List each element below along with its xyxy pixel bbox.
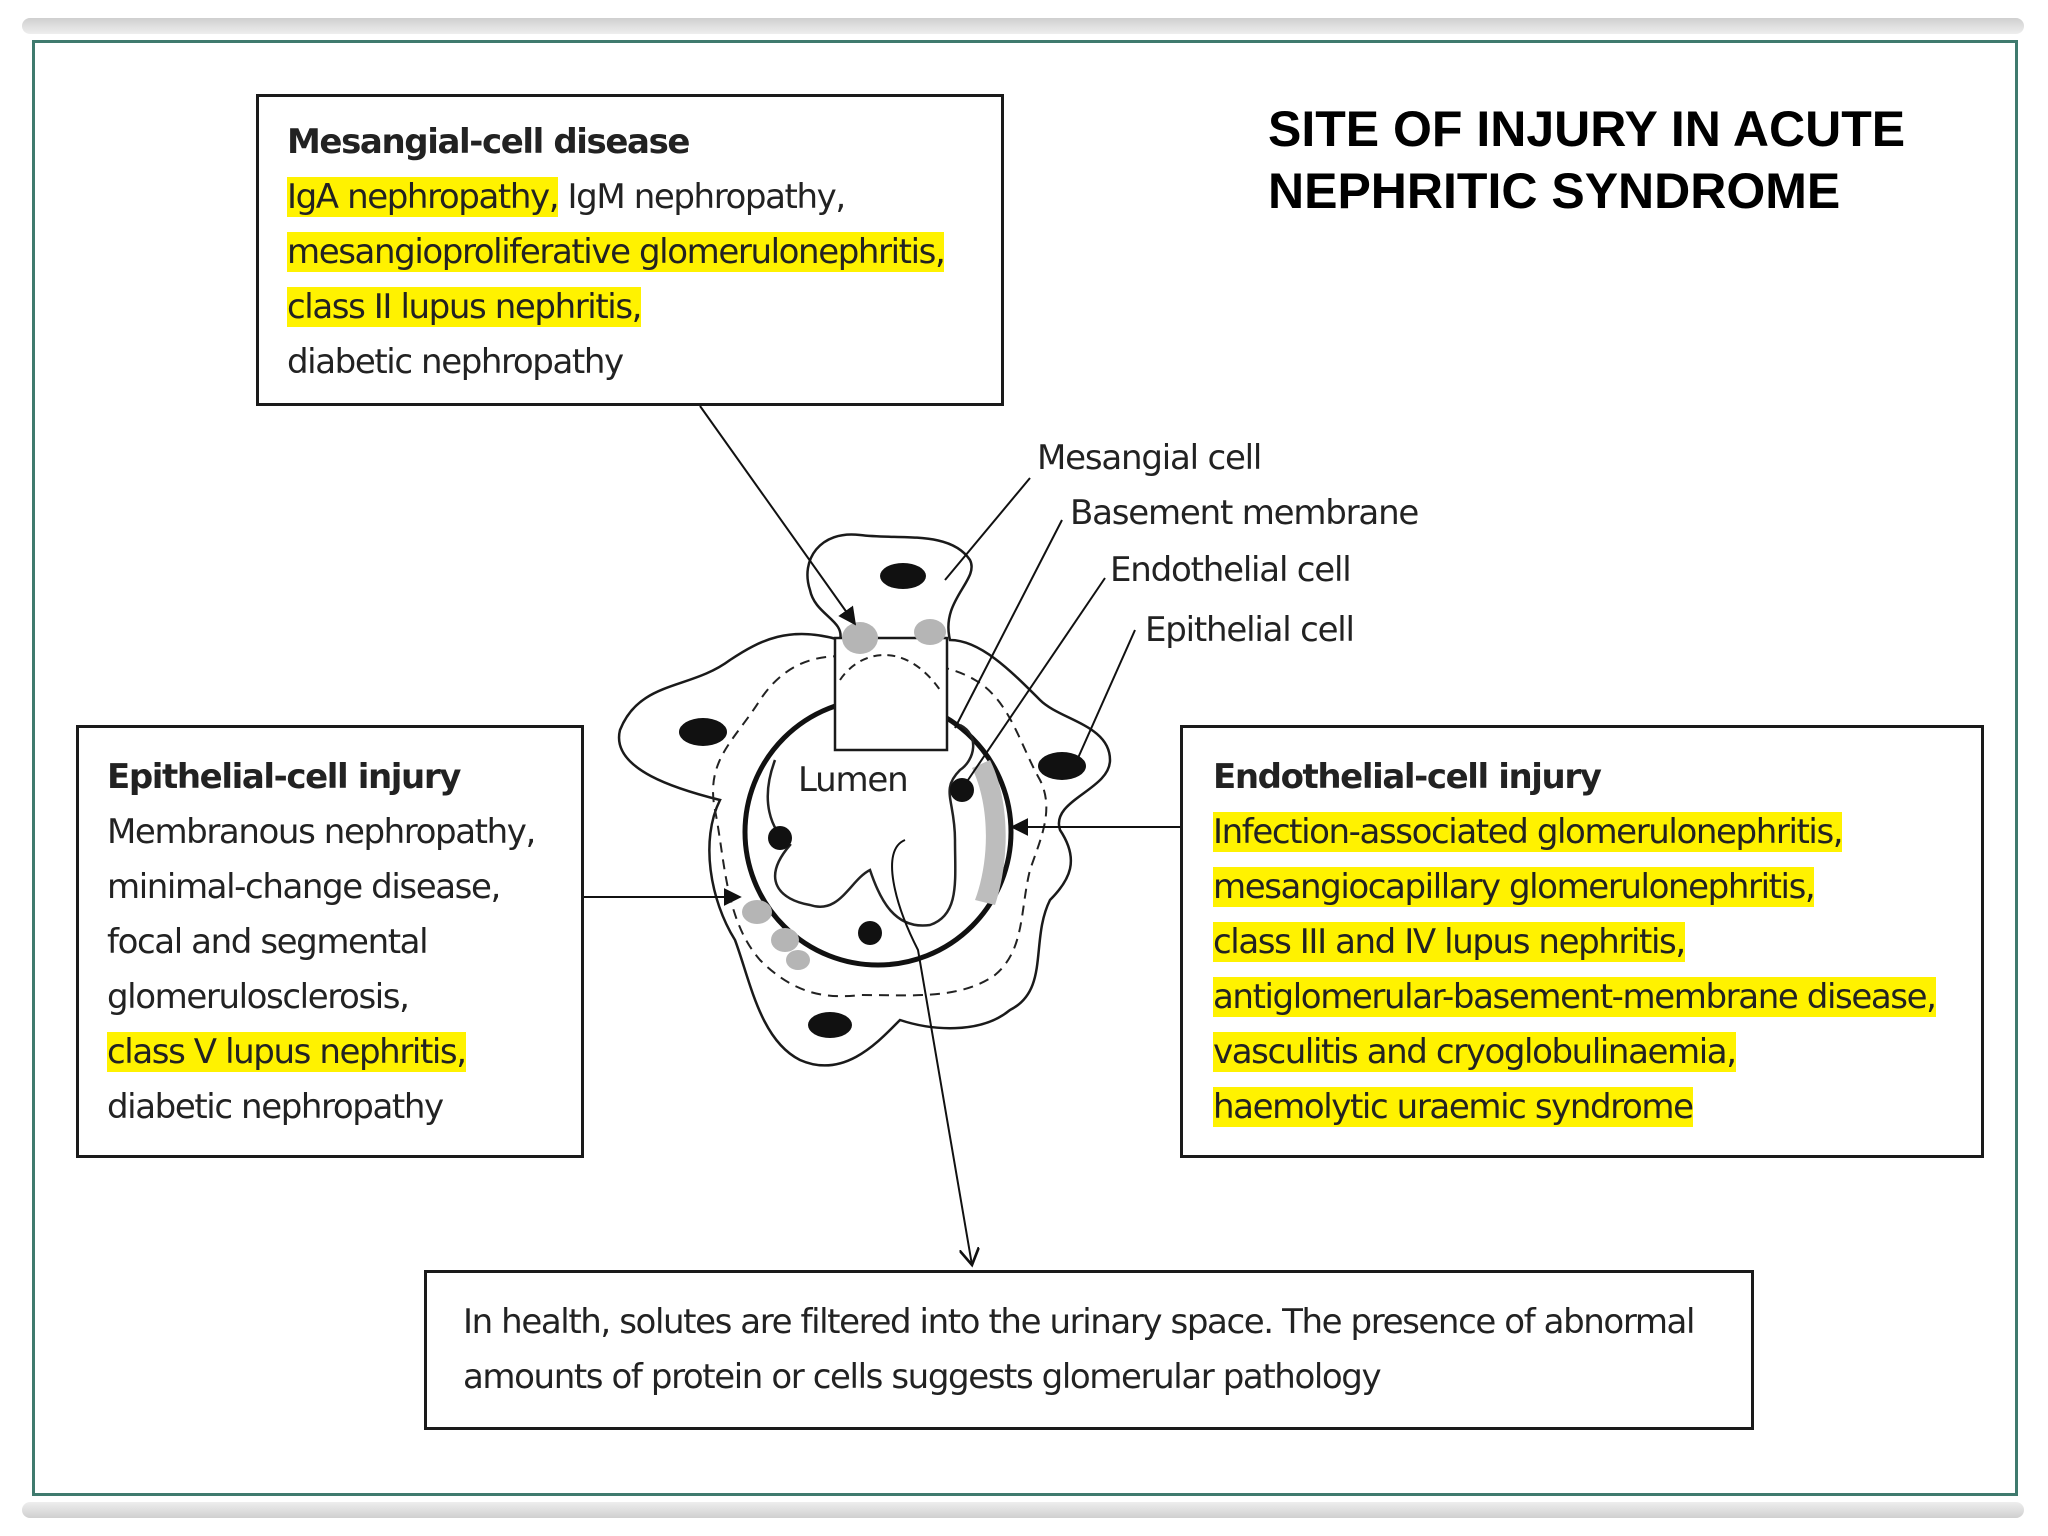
highlight-vasculitis: vasculitis and cryoglobulinaemia, bbox=[1213, 1032, 1737, 1072]
epithelial-injury-box: Epithelial-cell injury Membranous nephro… bbox=[76, 725, 584, 1158]
endothelial-box-line-3: class III and IV lupus nephritis, bbox=[1213, 915, 1951, 970]
slide-top-edge bbox=[22, 18, 2024, 34]
endothelial-lining bbox=[766, 723, 975, 927]
highlight-mesangioproliferative: mesangioproliferative glomerulonephritis… bbox=[287, 232, 946, 272]
endothelial-box-line-6: haemolytic uraemic syndrome bbox=[1213, 1080, 1951, 1135]
label-basement-membrane: Basement membrane bbox=[1070, 493, 1419, 533]
endothelial-box-line-4: antiglomerular-basement-membrane disease… bbox=[1213, 970, 1951, 1025]
page-title: SITE OF INJURY IN ACUTE NEPHRITIC SYNDRO… bbox=[1268, 98, 1988, 222]
highlight-class-iii-iv: class III and IV lupus nephritis, bbox=[1213, 922, 1686, 962]
mesangial-window-dash bbox=[839, 654, 941, 691]
epithelial-box-line-3: focal and segmental bbox=[107, 922, 429, 962]
leader-mesangial-cell bbox=[944, 477, 1031, 581]
mesangial-box-line-3: class II lupus nephritis, bbox=[287, 280, 973, 335]
mesangial-disease-box: Mesangial-cell disease IgA nephropathy, … bbox=[256, 94, 1004, 406]
endothelial-dashed-outline bbox=[712, 655, 1048, 998]
epithelial-box-line-6: diabetic nephropathy bbox=[107, 1087, 444, 1127]
deposit-epithelial-3 bbox=[786, 950, 810, 970]
epithelial-box-line-2: minimal-change disease, bbox=[107, 867, 501, 907]
health-note-box: In health, solutes are filtered into the… bbox=[424, 1270, 1754, 1430]
arrow-mesangial bbox=[699, 405, 857, 626]
deposit-mesangial-left bbox=[842, 622, 878, 654]
leader-epithelial-cell bbox=[1077, 629, 1136, 759]
epithelial-box-line-5: class V lupus nephritis, bbox=[107, 1025, 553, 1080]
leader-basement-membrane bbox=[954, 519, 1063, 729]
label-lumen: Lumen bbox=[798, 760, 909, 800]
mesangial-box-line-1-rest: IgM nephropathy, bbox=[558, 177, 847, 217]
epithelial-box-heading: Epithelial-cell injury bbox=[107, 757, 461, 797]
label-mesangial-cell: Mesangial cell bbox=[1037, 438, 1262, 478]
nucleus-mesangial bbox=[880, 563, 926, 589]
deposit-epithelial-2 bbox=[771, 928, 799, 952]
mesangial-box-heading: Mesangial-cell disease bbox=[287, 122, 690, 162]
deposit-mesangial-right bbox=[914, 619, 946, 645]
endothelial-box-line-2: mesangiocapillary glomerulonephritis, bbox=[1213, 860, 1951, 915]
epithelial-box-line-4: glomerulosclerosis, bbox=[107, 977, 410, 1017]
epithelial-box-line-1: Membranous nephropathy, bbox=[107, 812, 536, 852]
mesangial-box-line-4: diabetic nephropathy bbox=[287, 342, 624, 382]
mesangial-box-line-2: mesangioproliferative glomerulonephritis… bbox=[287, 225, 973, 280]
endothelial-box-line-1: Infection-associated glomerulonephritis, bbox=[1213, 805, 1951, 860]
endothelial-injury-box: Endothelial-cell injury Infection-associ… bbox=[1180, 725, 1984, 1158]
highlight-iga: IgA nephropathy, bbox=[287, 177, 560, 217]
note-line-2: amounts of protein or cells suggests glo… bbox=[463, 1357, 1382, 1397]
highlight-class-v: class V lupus nephritis, bbox=[107, 1032, 467, 1072]
highlight-mesangiocapillary: mesangiocapillary glomerulonephritis, bbox=[1213, 867, 1816, 907]
nucleus-epithelial-bottom bbox=[808, 1012, 852, 1038]
highlight-hus: haemolytic uraemic syndrome bbox=[1213, 1087, 1694, 1127]
nucleus-endothelial-2 bbox=[768, 826, 792, 850]
note-line-1: In health, solutes are filtered into the… bbox=[463, 1302, 1695, 1342]
highlight-class-ii: class II lupus nephritis, bbox=[287, 287, 642, 327]
mesangial-box-line-1: IgA nephropathy, IgM nephropathy, bbox=[287, 170, 973, 225]
nucleus-epithelial-left bbox=[679, 718, 727, 746]
label-epithelial-cell: Epithelial cell bbox=[1145, 610, 1355, 650]
nucleus-epithelial-right bbox=[1038, 752, 1086, 780]
nucleus-endothelial-3 bbox=[858, 921, 882, 945]
label-endothelial-cell: Endothelial cell bbox=[1110, 550, 1352, 590]
mesangial-window bbox=[833, 636, 949, 752]
slide-bottom-edge bbox=[22, 1502, 2024, 1518]
deposit-epithelial-1 bbox=[742, 900, 772, 924]
highlight-infection: Infection-associated glomerulonephritis, bbox=[1213, 812, 1844, 852]
title-line-1: SITE OF INJURY IN ACUTE bbox=[1268, 101, 1906, 157]
highlight-anti-gbm: antiglomerular-basement-membrane disease… bbox=[1213, 977, 1937, 1017]
arrow-filtration bbox=[891, 839, 972, 1265]
endothelial-thickening bbox=[972, 760, 1006, 905]
leader-endothelial-cell bbox=[967, 577, 1106, 781]
title-line-2: NEPHRITIC SYNDROME bbox=[1268, 163, 1841, 219]
nucleus-endothelial-1 bbox=[950, 778, 974, 802]
endothelial-box-heading: Endothelial-cell injury bbox=[1213, 757, 1602, 797]
endothelial-box-line-5: vasculitis and cryoglobulinaemia, bbox=[1213, 1025, 1951, 1080]
